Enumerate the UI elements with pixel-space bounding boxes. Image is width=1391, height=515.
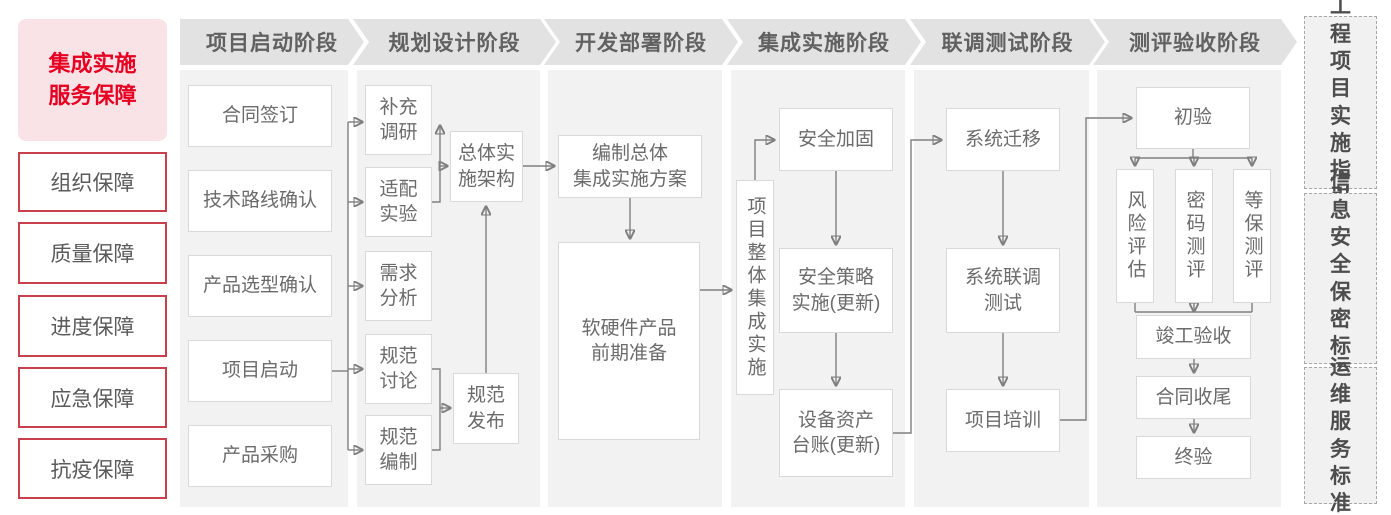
- standard-panel-project-implementation-guide: 工程 项目 实施 指引: [1304, 0, 1377, 209]
- phase-header-dev-deployment: 开发部署阶段: [544, 19, 738, 65]
- node-spec-drafting: 规范 编制: [365, 415, 432, 485]
- standard-panel-infosec-confidentiality-standard: 信息 安全 保密 标准: [1304, 171, 1377, 385]
- node-joint-debug-test: 系统联调 测试: [946, 248, 1060, 333]
- node-security-policy-impl: 安全策略 实施(更新): [779, 248, 893, 333]
- phase-header-planning-design: 规划设计阶段: [353, 19, 556, 65]
- node-risk-assessment: 风险评估: [1116, 169, 1154, 303]
- sidebar-item-emergency-guarantee: 应急保障: [18, 367, 167, 428]
- node-contract-signing: 合同签订: [188, 85, 332, 147]
- node-overall-integration-impl: 项目整体集成实施: [736, 180, 774, 395]
- sidebar-item-quality-guarantee: 质量保障: [18, 222, 167, 284]
- node-supplementary-research: 补充 调研: [365, 85, 432, 155]
- node-tech-route-confirm: 技术路线确认: [188, 170, 332, 232]
- node-spec-discussion: 规范 讨论: [365, 334, 432, 404]
- node-compile-overall-plan: 编制总体 集成实施方案: [558, 135, 702, 198]
- node-product-procurement: 产品采购: [188, 425, 332, 487]
- phase-header-joint-testing: 联调测试阶段: [910, 19, 1105, 65]
- node-project-kickoff: 项目启动: [188, 340, 332, 402]
- phase-header-evaluation-acceptance: 测评验收阶段: [1093, 19, 1297, 65]
- node-adaptation-experiment: 适配 实验: [365, 167, 432, 237]
- node-spec-release: 规范 发布: [453, 373, 519, 444]
- node-requirement-analysis: 需求 分析: [365, 251, 432, 321]
- phase-header-integration-impl: 集成实施阶段: [727, 19, 921, 65]
- node-contract-closure: 合同收尾: [1136, 376, 1251, 419]
- node-initial-acceptance: 初验: [1136, 87, 1250, 149]
- node-system-migration: 系统迁移: [946, 108, 1060, 171]
- node-completion-acceptance: 竣工验收: [1136, 315, 1251, 359]
- sidebar-item-pandemic-guarantee: 抗疫保障: [18, 438, 167, 499]
- phase-header-project-kickoff: 项目启动阶段: [180, 19, 364, 65]
- node-product-selection-confirm: 产品选型确认: [188, 255, 332, 317]
- sidebar-item-schedule-guarantee: 进度保障: [18, 295, 167, 357]
- node-mlps-evaluation: 等保测评: [1233, 169, 1271, 303]
- standard-panel-om-service-standard: 运维 服务 标准: [1304, 356, 1377, 515]
- node-project-training: 项目培训: [946, 389, 1060, 452]
- node-security-hardening: 安全加固: [779, 108, 893, 171]
- node-overall-impl-architecture: 总体实 施架构: [450, 131, 523, 202]
- node-crypto-evaluation: 密码测评: [1175, 169, 1213, 303]
- sidebar-title: 集成实施 服务保障: [18, 19, 167, 141]
- sidebar-item-organization-guarantee: 组织保障: [18, 152, 167, 212]
- node-asset-ledger-update: 设备资产 台账(更新): [779, 389, 893, 477]
- node-hw-sw-preparation: 软硬件产品 前期准备: [558, 242, 700, 440]
- node-final-acceptance: 终验: [1136, 436, 1251, 479]
